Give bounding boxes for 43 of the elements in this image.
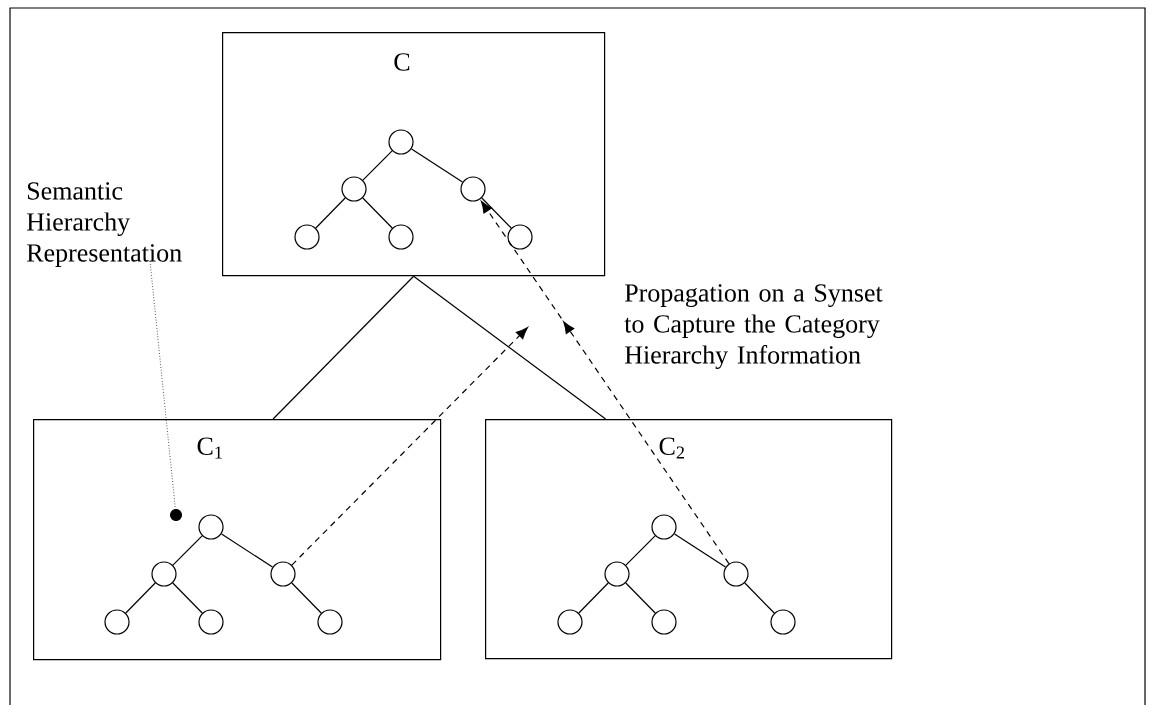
tree-node-circle <box>388 224 414 250</box>
connector-line <box>220 533 274 568</box>
tree-node-circle <box>270 561 296 587</box>
connector-line <box>362 197 393 229</box>
category-box: C <box>222 32 606 277</box>
connector-line <box>410 148 464 183</box>
connector-line <box>172 582 203 614</box>
tree-node-circle <box>604 561 630 587</box>
connector-line <box>578 582 609 614</box>
tree-node-circle <box>198 514 224 540</box>
connector-line <box>744 582 775 614</box>
category-box: C$_{2}$ <box>485 419 893 660</box>
connector-line <box>125 582 156 614</box>
tree-node-circle <box>104 609 130 635</box>
tree-node-circle <box>294 224 320 250</box>
connector-line <box>291 582 322 614</box>
tree-node-circle <box>198 609 224 635</box>
annotation-text: Propagation on a Synset to Capture the Category Hierarchy Information <box>624 284 883 370</box>
connector-line <box>673 533 727 568</box>
connector-line <box>315 197 346 229</box>
tree-node-circle <box>770 609 796 635</box>
connector-line <box>172 535 203 566</box>
connector-line <box>625 582 656 614</box>
tree-node-circle <box>388 129 414 155</box>
tree-node-circle <box>507 224 533 250</box>
tree-node-circle <box>151 561 177 587</box>
connector-line <box>625 535 656 566</box>
tree-node-circle <box>723 561 749 587</box>
tree-node-circle <box>651 609 677 635</box>
tree-node-circle <box>557 609 583 635</box>
category-box: C$_{1}$ <box>33 419 442 661</box>
tree-node-circle <box>317 609 343 635</box>
connector-line <box>362 150 393 181</box>
arrow <box>291 327 528 566</box>
tree-node-circle <box>460 176 486 202</box>
leader-line <box>149 260 176 510</box>
connector-line <box>413 275 607 420</box>
annotation-text: Semantic Hierarchy Representation <box>26 182 182 267</box>
connector-line <box>481 197 512 229</box>
connector-line <box>272 275 415 420</box>
tree-node-circle <box>341 176 367 202</box>
arrow <box>480 200 730 565</box>
tree-node-circle <box>651 514 677 540</box>
